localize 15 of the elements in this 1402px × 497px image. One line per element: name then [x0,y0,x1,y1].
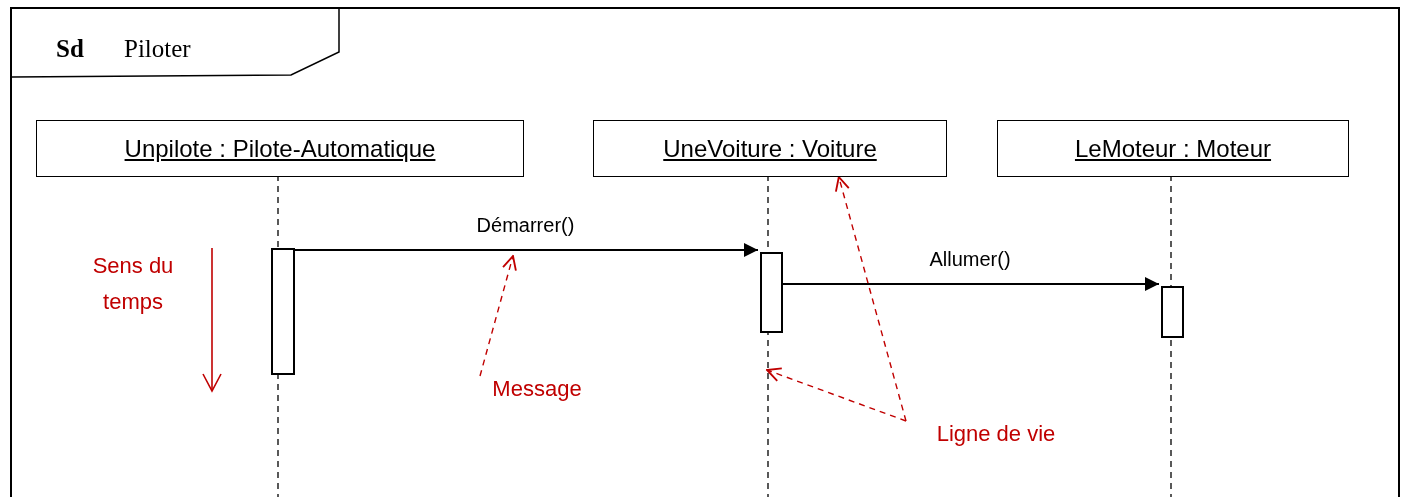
leader-line [479,255,517,377]
object-box: Unpilote : Pilote-Automatique [36,120,524,177]
frame-title: Sd [56,35,84,63]
activation-bar [271,248,295,375]
object-box: LeMoteur : Moteur [997,120,1349,177]
activation-bar [1161,286,1184,338]
annotation-text: Message [482,374,592,404]
frame-title: Piloter [124,35,191,63]
object-box: UneVoiture : Voiture [593,120,947,177]
annotation-text: Sens du temps [91,252,175,316]
activation-bar [760,252,783,333]
frame [10,7,1400,497]
annotation-text: Ligne de vie [908,419,1084,449]
leader-line [835,176,907,422]
leader-line [766,367,907,422]
